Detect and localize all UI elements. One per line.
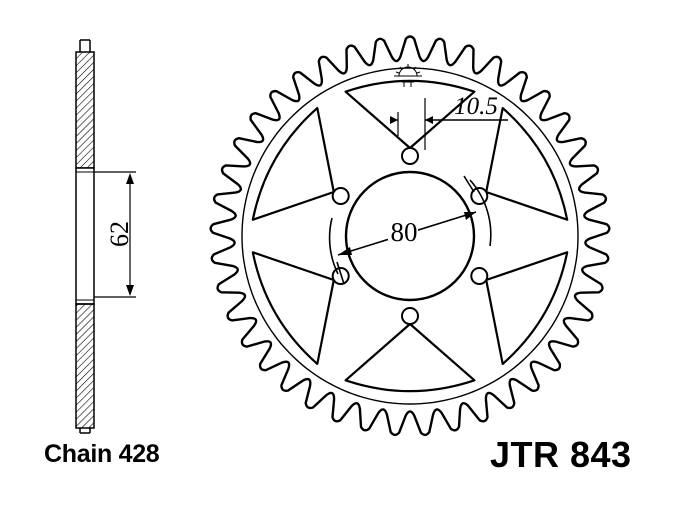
profile-hub	[75, 167, 95, 305]
lightening-cutouts	[251, 79, 569, 393]
lightening-cutout	[251, 107, 335, 221]
lightening-cutout	[251, 251, 335, 365]
bolt-circle-arc-right	[469, 179, 492, 247]
bolt-hole	[331, 187, 350, 205]
bolt-hole	[401, 307, 419, 325]
sprocket-inner-ring	[241, 67, 579, 405]
lightening-cutout	[344, 79, 476, 150]
sprocket-front-view: 80 10.5	[209, 35, 611, 437]
hub-thickness-dimension: 62	[94, 171, 136, 298]
lightening-cutout	[344, 322, 476, 393]
bore-diameter-label: 80	[391, 217, 418, 247]
chain-size-label: Chain 428	[44, 440, 160, 468]
bolt-hole	[401, 147, 419, 165]
bore-diameter-dimension: 80	[337, 211, 477, 256]
side-profile-view	[75, 39, 95, 434]
bolt-hole	[470, 267, 489, 285]
bolt-hole-label: 10.5	[454, 93, 498, 120]
part-number-label: JTR 843	[490, 434, 632, 475]
lightening-cutout	[485, 107, 569, 221]
hub-thickness-label: 62	[105, 221, 134, 247]
bolt-hole-dimension: 10.5	[390, 93, 508, 150]
bolt-holes	[331, 147, 489, 325]
profile-hatch-bottom	[75, 303, 95, 429]
manufacturer-mark-icon	[394, 64, 422, 87]
profile-hatch-top	[75, 51, 95, 169]
bolt-circle-arc-left	[328, 217, 339, 275]
lightening-cutout	[485, 251, 569, 365]
